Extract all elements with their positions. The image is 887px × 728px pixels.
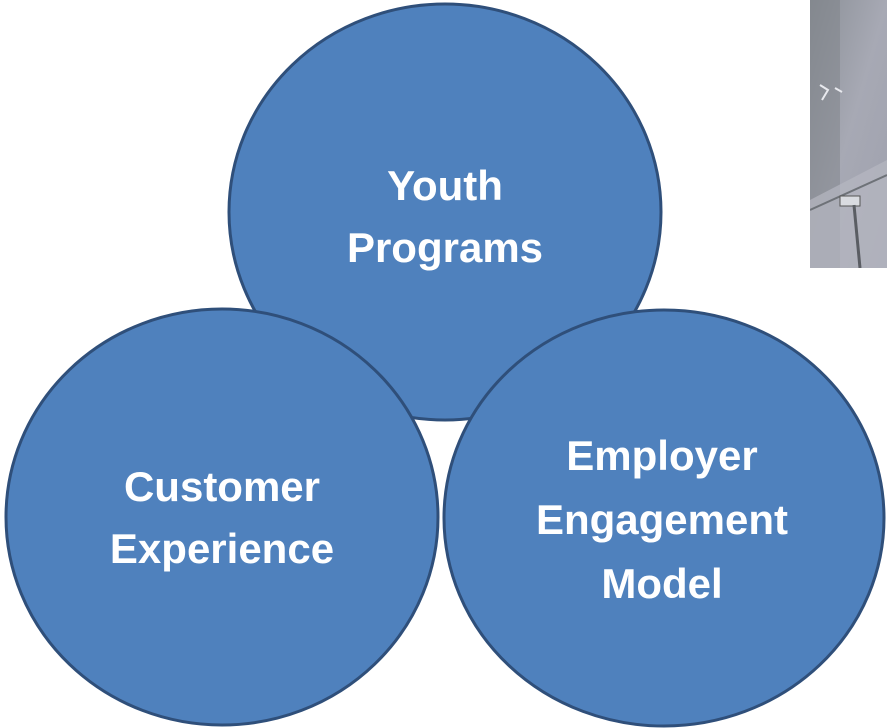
youth-label-line-2: Programs [346,224,544,271]
youth-programs-circle [227,2,663,422]
customer-experience-label: Customer Experience [72,456,372,580]
employer-label-line-1: Employer [566,432,758,479]
customer-label-line-2: Experience [109,525,335,572]
youth-label-line-1: Youth [387,162,503,209]
customer-experience-circle [4,307,440,727]
photo-image [810,0,887,268]
employer-label-line-3: Model [601,560,723,607]
employer-engagement-circle [442,308,886,728]
customer-label-line-1: Customer [123,463,321,510]
cropped-photo [810,0,887,268]
employer-label-line-2: Engagement [535,496,789,543]
youth-programs-label: Youth Programs [295,155,595,279]
employer-engagement-label: Employer Engagement Model [512,424,812,616]
